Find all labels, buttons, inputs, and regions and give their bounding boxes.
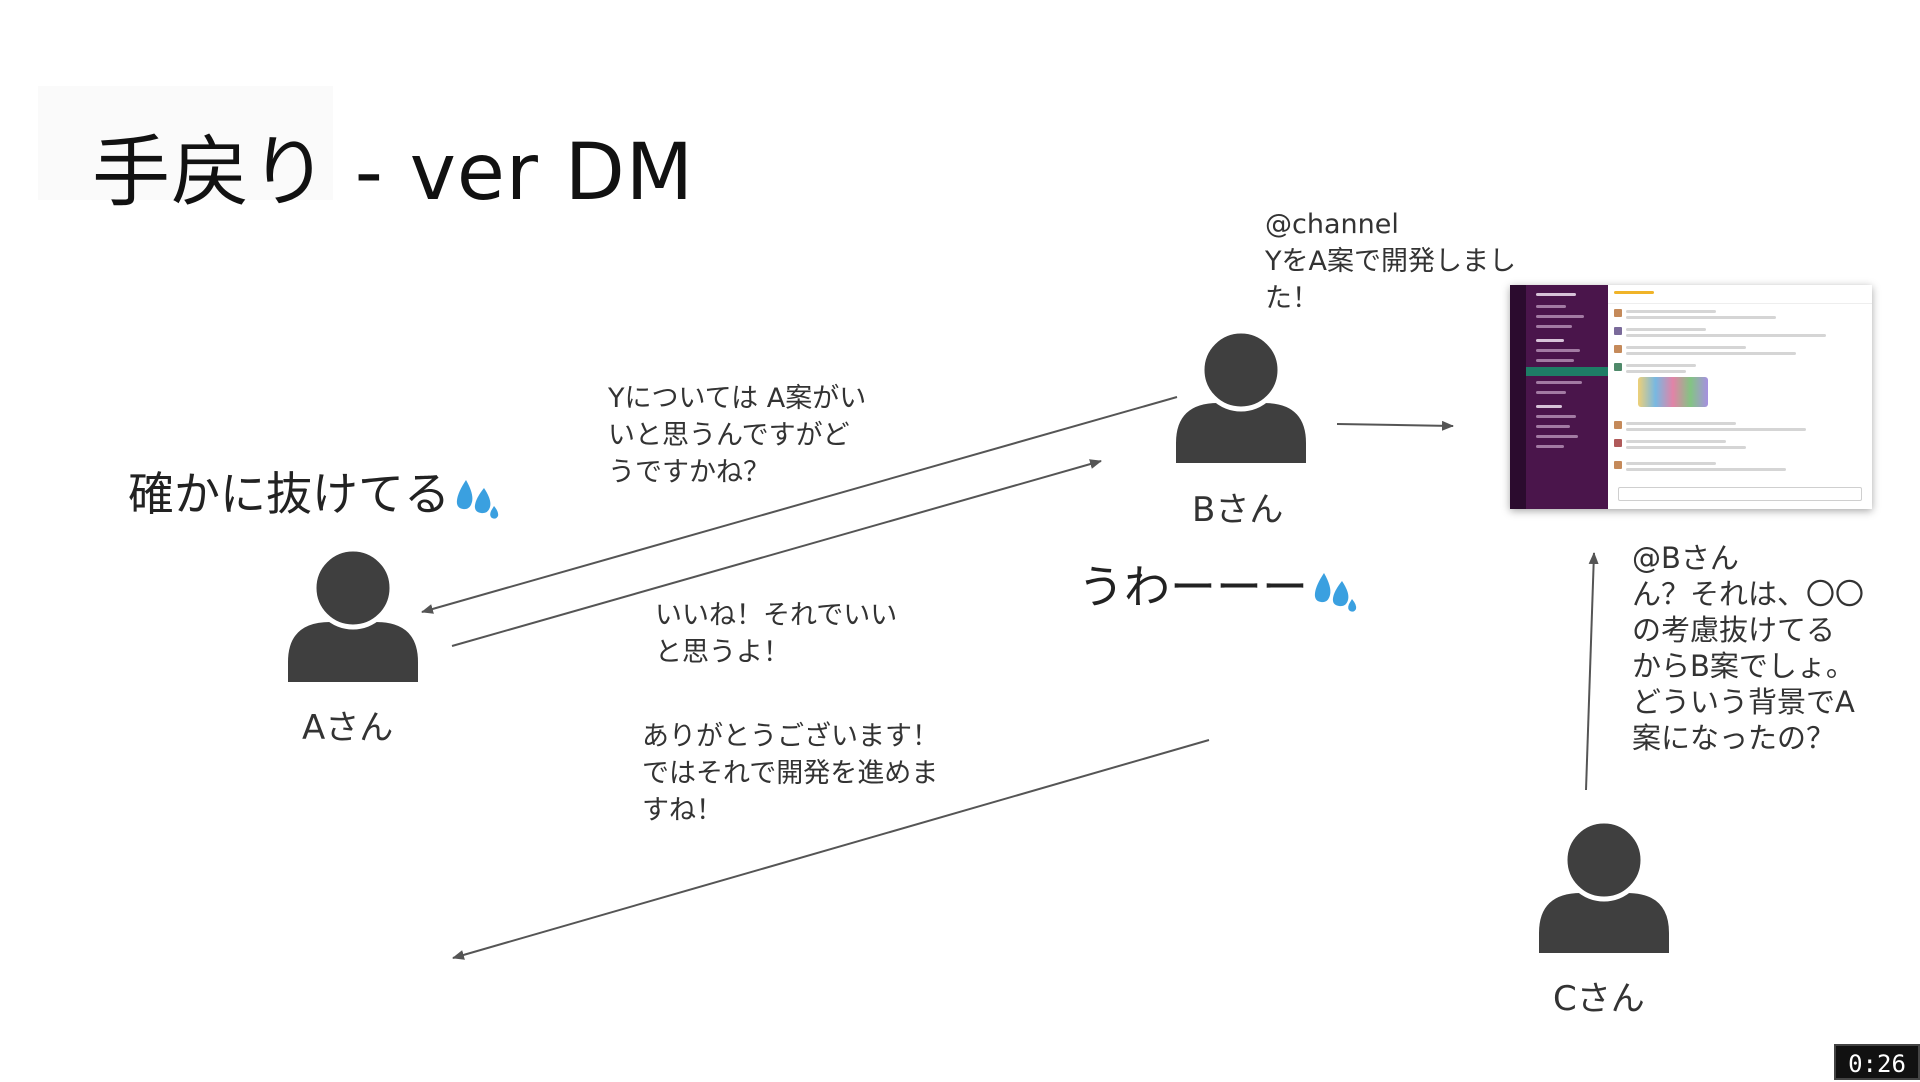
message-line: ん？それは、〇〇 [1632,577,1865,611]
message-a-to-b: いいね！それでいい と思うよ！ [655,597,897,671]
title-background [38,86,333,200]
slack-sidebar [1526,285,1608,509]
reaction-a: 確かに抜けてる [128,458,502,524]
message-line: の考慮抜けてる [1632,613,1836,647]
message-line: すね！ [642,795,723,826]
message-b-to-a: Yについては A案がい いと思うんですがど うですかね？ [608,380,866,491]
sweat-drop-icon [1314,572,1357,612]
message-line: どういう背景でA [1632,685,1855,719]
message-line: いと思うんですがど [608,420,850,451]
message-line: からB案でしょ。 [1632,649,1855,683]
sweat-drop-icon [456,479,499,519]
message-b-thanks: ありがとうございます！ ではそれで開発を進めま すね！ [642,718,939,829]
person-icon [1176,328,1306,463]
slack-screenshot [1510,285,1872,509]
arrow-a-to-b [451,459,1102,647]
message-line: と思うよ！ [655,637,790,668]
message-line: ではそれで開発を進めま [642,758,939,789]
arrow-b-to-channel [1336,420,1454,431]
message-line: Yについては A案がい [608,383,867,414]
video-timestamp: 0:26 [1834,1044,1920,1080]
message-channel-announcement: @channel YをA案で開発しまし た！ [1265,206,1516,317]
message-line: うですかね？ [608,457,770,488]
slide-title: 手戻り - ver DM [92,128,695,218]
person-c-label: Cさん [1553,979,1645,1019]
message-line: 案になったの？ [1632,721,1836,755]
message-c-reply: @Bさん ん？それは、〇〇 の考慮抜けてる からB案でしょ。 どういう背景でA … [1632,540,1864,756]
slack-workspace-rail [1510,285,1526,509]
person-b-label: Bさん [1192,490,1284,530]
message-line: ありがとうございます！ [642,721,939,752]
person-icon [1539,818,1669,953]
message-line: いいね！それでいい [655,600,898,631]
arrow-b-to-a [421,396,1178,614]
reaction-a-text: 確かに抜けてる [128,467,450,521]
reaction-b: うわーーー [1078,551,1360,617]
person-a-label: Aさん [302,708,394,748]
message-line: @channel [1265,209,1399,240]
arrow-b-thanks-to-a [452,739,1210,960]
reaction-b-text: うわーーー [1078,560,1308,614]
person-icon [288,546,418,682]
message-line: YをA案で開発しまし [1265,246,1516,277]
arrow-c-to-channel [1585,552,1599,791]
message-line: た！ [1265,283,1319,314]
message-line: @Bさん [1632,541,1739,575]
